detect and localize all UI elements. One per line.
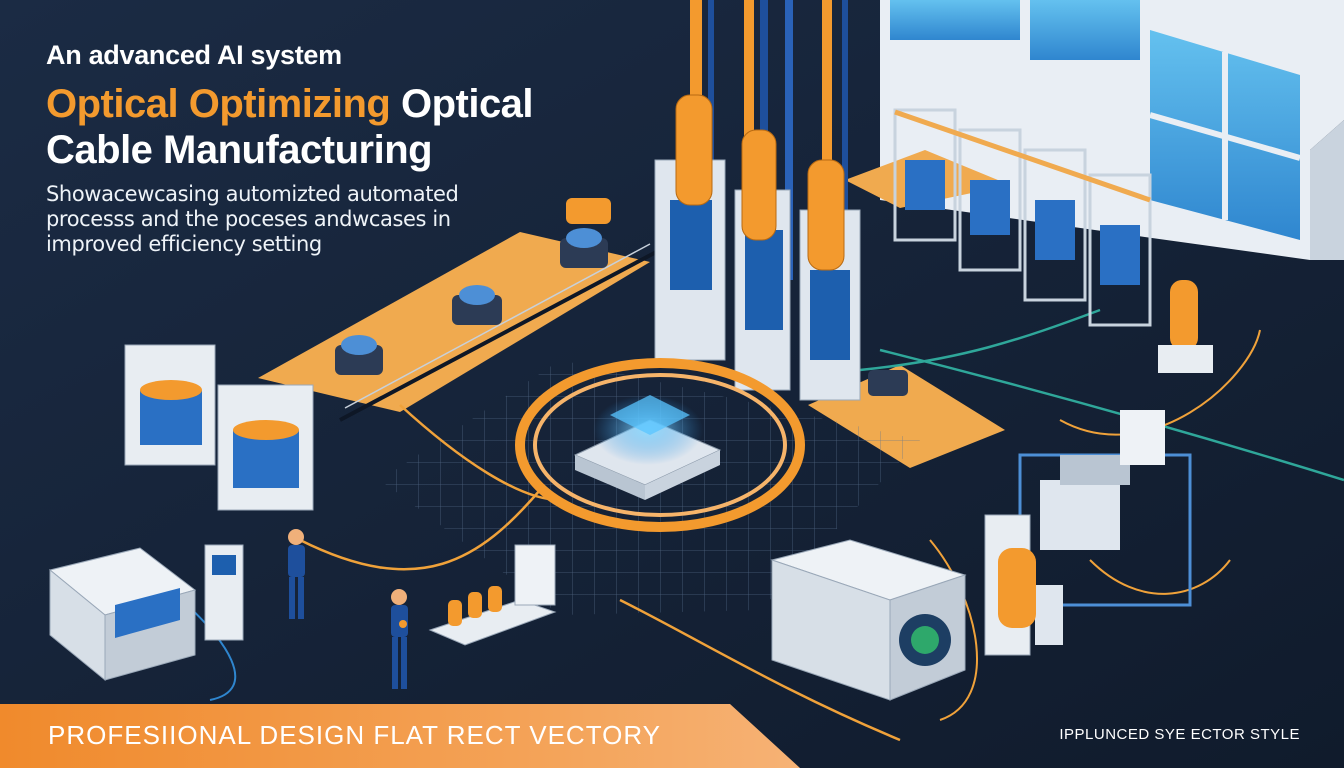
title-line-3: Cable Manufacturing xyxy=(46,128,433,172)
title-line-1: An advanced AI system xyxy=(46,40,342,70)
footer-corner-text: IPPLUNCED SYE ECTOR STYLE xyxy=(1059,726,1300,743)
subtitle-line-3: improved efficiency setting xyxy=(46,232,322,256)
central-fiber-ring xyxy=(515,358,805,532)
footer-banner-text: PROFESIIONAL DESIGN FLAT RECT VECTORY xyxy=(48,720,661,750)
optical-cable-coil-icon xyxy=(675,94,845,271)
footer-banner xyxy=(0,704,800,768)
factory-machine-icon xyxy=(770,539,1036,701)
title-highlight: Optical Optimizing xyxy=(46,82,391,126)
spool-cart xyxy=(428,544,557,646)
title-line-2: Optical Optimizing Optical xyxy=(46,82,534,127)
right-production-line xyxy=(893,108,1213,373)
worker-icon xyxy=(288,529,408,689)
floor-cables xyxy=(169,308,1344,742)
subtitle-line-2: processs and the poceses andwcases in xyxy=(46,207,451,231)
bottom-left-machine xyxy=(48,544,244,682)
left-coating-machines xyxy=(124,344,314,511)
subtitle-line-1: Showacewcasing automizted automated xyxy=(46,182,459,206)
robot-cart-icon xyxy=(335,198,908,396)
title-line-2-rest: Optical xyxy=(390,82,534,126)
